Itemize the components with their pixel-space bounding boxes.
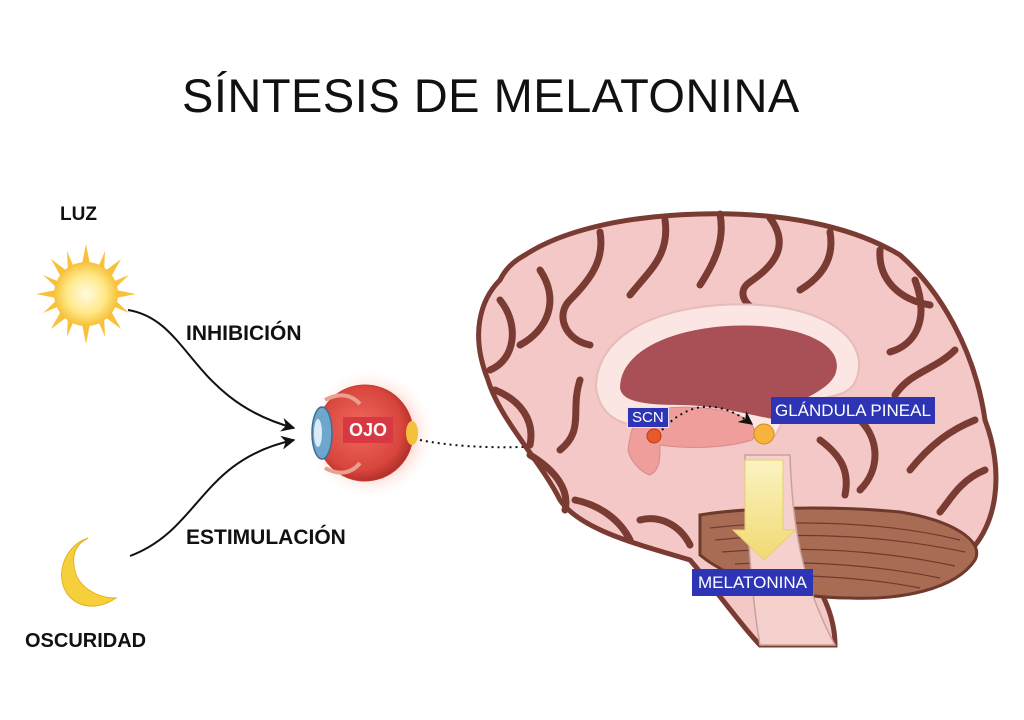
stimulation-arrow bbox=[129, 435, 296, 557]
stimulation-label: ESTIMULACIÓN bbox=[186, 526, 346, 549]
moon-icon bbox=[61, 537, 118, 607]
inhibition-arrow bbox=[127, 309, 296, 432]
page-title: SÍNTESIS DE MELATONINA bbox=[182, 69, 800, 122]
scn-label: SCN bbox=[627, 407, 669, 428]
melatonin-arrow bbox=[731, 459, 797, 561]
scn-dot bbox=[646, 428, 662, 444]
brain-icon bbox=[476, 210, 999, 648]
pineal-gland-label: GLÁNDULA PINEAL bbox=[771, 397, 935, 424]
inhibition-label: INHIBICIÓN bbox=[186, 322, 302, 345]
melatonin-label: MELATONINA bbox=[692, 569, 813, 596]
eye-label: OJO bbox=[343, 417, 394, 443]
darkness-label: OSCURIDAD bbox=[25, 630, 147, 652]
light-label: LUZ bbox=[60, 204, 97, 225]
neural-pathway-eye-scn bbox=[419, 431, 638, 449]
pineal-dot bbox=[753, 423, 775, 445]
sun-icon bbox=[36, 244, 136, 344]
